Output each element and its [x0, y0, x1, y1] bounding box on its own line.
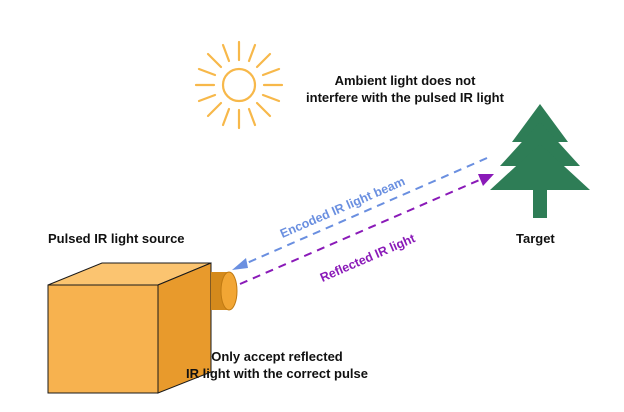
ambient-light-note: Ambient light does not interfere with th…: [300, 72, 510, 106]
accept-note: Only accept reflected IR light with the …: [164, 348, 390, 382]
accept-line-1: Only accept reflected: [164, 348, 390, 365]
lens-icon: [211, 272, 237, 310]
ambient-line-2: interfere with the pulsed IR light: [300, 89, 510, 106]
target-label: Target: [516, 230, 555, 247]
accept-line-2: IR light with the correct pulse: [164, 365, 390, 382]
source-label: Pulsed IR light source: [48, 230, 185, 247]
ambient-line-1: Ambient light does not: [300, 72, 510, 89]
sun-icon: [196, 42, 282, 128]
tree-icon: [490, 104, 590, 218]
